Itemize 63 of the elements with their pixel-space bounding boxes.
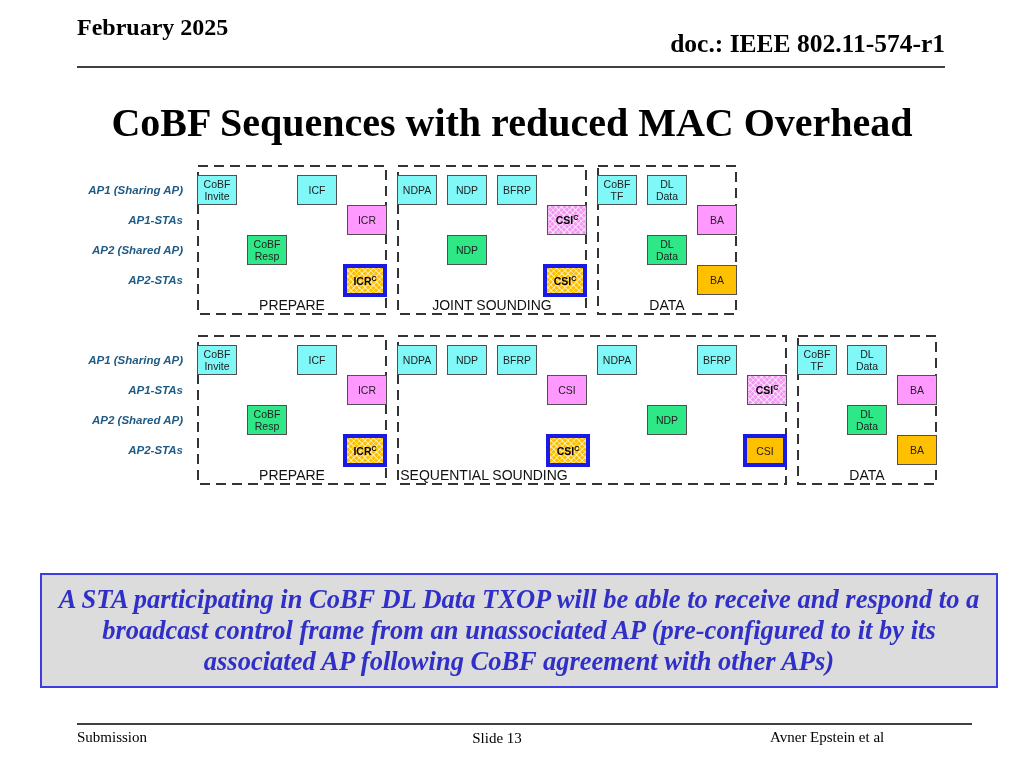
frame-box: CSI$^{C}$ (546, 434, 590, 467)
phase-box (797, 335, 937, 485)
slide-title: CoBF Sequences with reduced MAC Overhead (110, 99, 914, 147)
frame-box: BFRP (497, 175, 537, 205)
slide-number: Slide 13 (472, 729, 522, 747)
frame-box: ICR (347, 205, 387, 235)
row-label: AP2-STAs (128, 443, 183, 457)
frame-box: DL Data (647, 235, 687, 265)
frame-box: ICF (297, 175, 337, 205)
frame-box: ICR$^{C}$ (343, 434, 387, 467)
phase-box (397, 335, 787, 485)
frame-box: CoBF Resp (247, 405, 287, 435)
header-date: February 2025 (77, 13, 229, 41)
frame-box: BA (697, 205, 737, 235)
frame-box: NDP (447, 345, 487, 375)
frame-box: DL Data (847, 405, 887, 435)
phase-label: JOINT SOUNDING (432, 298, 552, 312)
callout-box: A STA participating in CoBF DL Data TXOP will be able to receive and respond to a broadcast control frame from an unassociated AP (pre-configured to it by its associated AP following CoBF agreement with other APs) (40, 573, 998, 688)
row-label: AP1-STAs (128, 213, 183, 227)
row-label: AP1 (Sharing AP) (88, 183, 183, 197)
frame-box: ICR$^{C}$ (343, 264, 387, 297)
frame-box: DL Data (847, 345, 887, 375)
footer-text: Submission (77, 728, 148, 746)
frame-box: CoBF TF (597, 175, 637, 205)
frame-box: CoBF Invite (197, 175, 237, 205)
frame-box: NDPA (397, 175, 437, 205)
author-credit: Avner Epstein et al (770, 728, 885, 746)
frame-box: NDPA (397, 345, 437, 375)
frame-box: CSI (743, 434, 787, 467)
frame-box: NDP (647, 405, 687, 435)
frame-box: DL Data (647, 175, 687, 205)
frame-box: CoBF TF (797, 345, 837, 375)
row-label: AP2 (Shared AP) (92, 243, 183, 257)
frame-box: CoBF Resp (247, 235, 287, 265)
phase-label: DATA (849, 468, 885, 482)
row-label: AP1-STAs (128, 383, 183, 397)
phase-label: PREPARE (259, 298, 325, 312)
frame-box: BFRP (697, 345, 737, 375)
frame-box: ICF (297, 345, 337, 375)
frame-box: NDP (447, 235, 487, 265)
frame-box: CoBF Invite (197, 345, 237, 375)
frame-box: CSI$^{C}$ (543, 264, 587, 297)
row-label: AP1 (Sharing AP) (88, 353, 183, 367)
frame-box: ICR (347, 375, 387, 405)
row-label: AP2 (Shared AP) (92, 413, 183, 427)
phase-label: SEQUENTIAL SOUNDING (400, 468, 568, 482)
phase-label: DATA (649, 298, 685, 312)
phase-box (597, 165, 737, 315)
frame-box: NDPA (597, 345, 637, 375)
frame-box: BA (897, 375, 937, 405)
document-id: doc.: IEEE 802.11-574-r1 (670, 29, 945, 59)
row-label: AP2-STAs (128, 273, 183, 287)
frame-box: CSI$^{C}$ (547, 205, 587, 235)
frame-box: NDP (447, 175, 487, 205)
phase-box (197, 165, 387, 315)
phase-box (197, 335, 387, 485)
phase-label: PREPARE (259, 468, 325, 482)
frame-box: BA (697, 265, 737, 295)
frame-box: BA (897, 435, 937, 465)
frame-box: CSI$^{C}$ (747, 375, 787, 405)
frame-box: BFRP (497, 345, 537, 375)
phase-box (397, 165, 587, 315)
frame-box: CSI (547, 375, 587, 405)
